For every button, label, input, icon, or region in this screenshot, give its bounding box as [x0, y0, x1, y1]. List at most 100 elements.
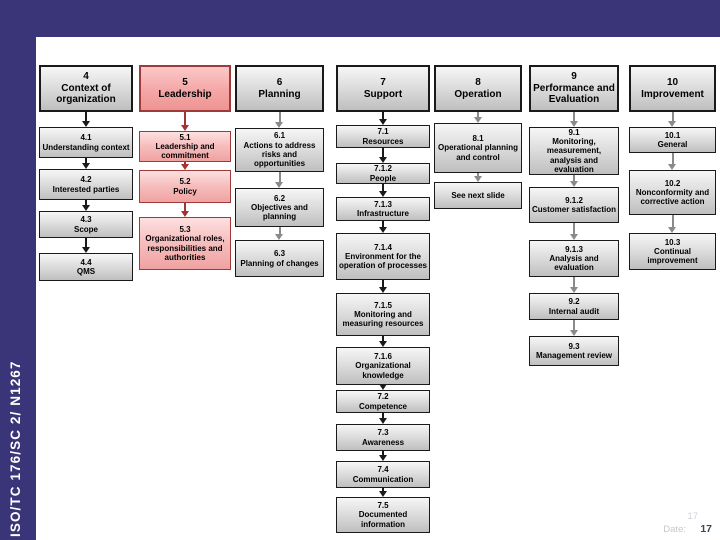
clause-box-label: Environment for the operation of process… — [338, 251, 428, 271]
clause-box-label: Competence — [358, 401, 407, 411]
flow-arrowhead — [378, 191, 387, 197]
flow-arrowhead — [180, 164, 189, 170]
flow-arrow — [573, 112, 575, 122]
clause-box-number: 7.1 — [377, 127, 389, 137]
flow-arrowhead — [180, 211, 189, 217]
flow-arrowhead — [378, 341, 387, 347]
clause-box-label: Leadership and commitment — [155, 141, 215, 161]
clause-header-number: 10 — [666, 76, 679, 88]
clause-box-number: 4.3 — [80, 215, 92, 225]
clause-header-number: 9 — [571, 70, 577, 82]
clause-box-label: See next slide — [451, 190, 505, 200]
clause-box-label: Scope — [73, 224, 98, 234]
flow-arrowhead — [378, 418, 387, 424]
clause-box-label: Organizational roles, responsibilities a… — [145, 234, 225, 262]
flow-arrow — [573, 277, 575, 288]
clause-box-number: 10.3 — [664, 237, 681, 247]
clause-box-number: 8.1 — [472, 134, 484, 144]
left-navy-band — [0, 0, 36, 540]
flow-arrowhead — [180, 125, 189, 131]
flow-arrowhead — [569, 234, 578, 240]
clause-box-label: Resources — [362, 136, 404, 146]
clause-box-number: 6.2 — [273, 193, 286, 203]
flow-arrowhead — [473, 117, 482, 123]
flow-arrow — [573, 175, 575, 182]
flow-arrowhead — [275, 182, 283, 188]
clause-header-title: Leadership — [158, 88, 212, 100]
flow-arrow — [184, 162, 186, 165]
clause-box-label: Nonconformity and corrective action — [635, 187, 710, 207]
clause-box-label: Monitoring, measurement, analysis and ev… — [546, 137, 602, 174]
clause-header-title: Improvement — [641, 88, 704, 100]
clause-box-label: Customer satisfaction — [531, 205, 617, 214]
flow-arrowhead — [378, 491, 387, 497]
flow-arrow — [671, 153, 674, 165]
clause-box-number: 10.1 — [664, 130, 681, 140]
clause-box-label: Operational planning and control — [437, 143, 518, 162]
flow-arrowhead — [569, 121, 578, 127]
clause-box-label: Policy — [173, 186, 197, 196]
clause-box-number: 7.3 — [377, 428, 389, 438]
flow-arrow — [278, 227, 281, 235]
clause-header-title: Planning — [258, 88, 301, 100]
flow-arrowhead — [378, 287, 387, 293]
flow-arrowhead — [569, 287, 578, 293]
clause-box-label: Analysis and evaluation — [549, 253, 599, 273]
clause-box-number: 5.3 — [179, 224, 191, 234]
slide-area — [36, 37, 720, 540]
flow-arrowhead — [378, 384, 387, 390]
clause-box-number: 9.1.3 — [565, 244, 583, 254]
flow-arrow — [278, 112, 281, 123]
clause-box-number: 10.2 — [664, 178, 681, 188]
flow-arrow — [278, 172, 281, 183]
clause-header-title: Performance and Evaluation — [533, 82, 615, 106]
clause-header-number: 7 — [380, 76, 386, 88]
flow-arrowhead — [473, 176, 482, 182]
flow-arrow — [382, 488, 384, 492]
flow-arrowhead — [569, 330, 578, 336]
clause-box-label: Actions to address risks and opportuniti… — [243, 140, 316, 169]
clause-box-number: 4.1 — [80, 133, 92, 143]
flow-arrow — [382, 112, 384, 120]
flow-arrow — [573, 320, 575, 331]
flow-arrowhead — [378, 455, 387, 461]
flow-arrow — [184, 203, 186, 212]
flow-arrowhead — [569, 181, 578, 187]
flow-arrow — [382, 221, 384, 228]
flow-arrowhead — [668, 227, 676, 233]
clause-box-label: QMS — [76, 267, 96, 276]
clause-header-number: 6 — [276, 76, 283, 88]
flow-arrowhead — [275, 234, 283, 240]
clause-header-title: Operation — [454, 88, 502, 100]
clause-box-number: 4.2 — [80, 175, 92, 185]
clause-box-label: Monitoring and measuring resources — [342, 309, 424, 329]
clause-box-number: 7.1.4 — [374, 242, 392, 252]
flow-arrow — [85, 112, 87, 122]
slide-number-faint: 17 — [687, 511, 698, 522]
flow-arrow — [477, 112, 479, 118]
flow-arrow — [382, 413, 384, 419]
